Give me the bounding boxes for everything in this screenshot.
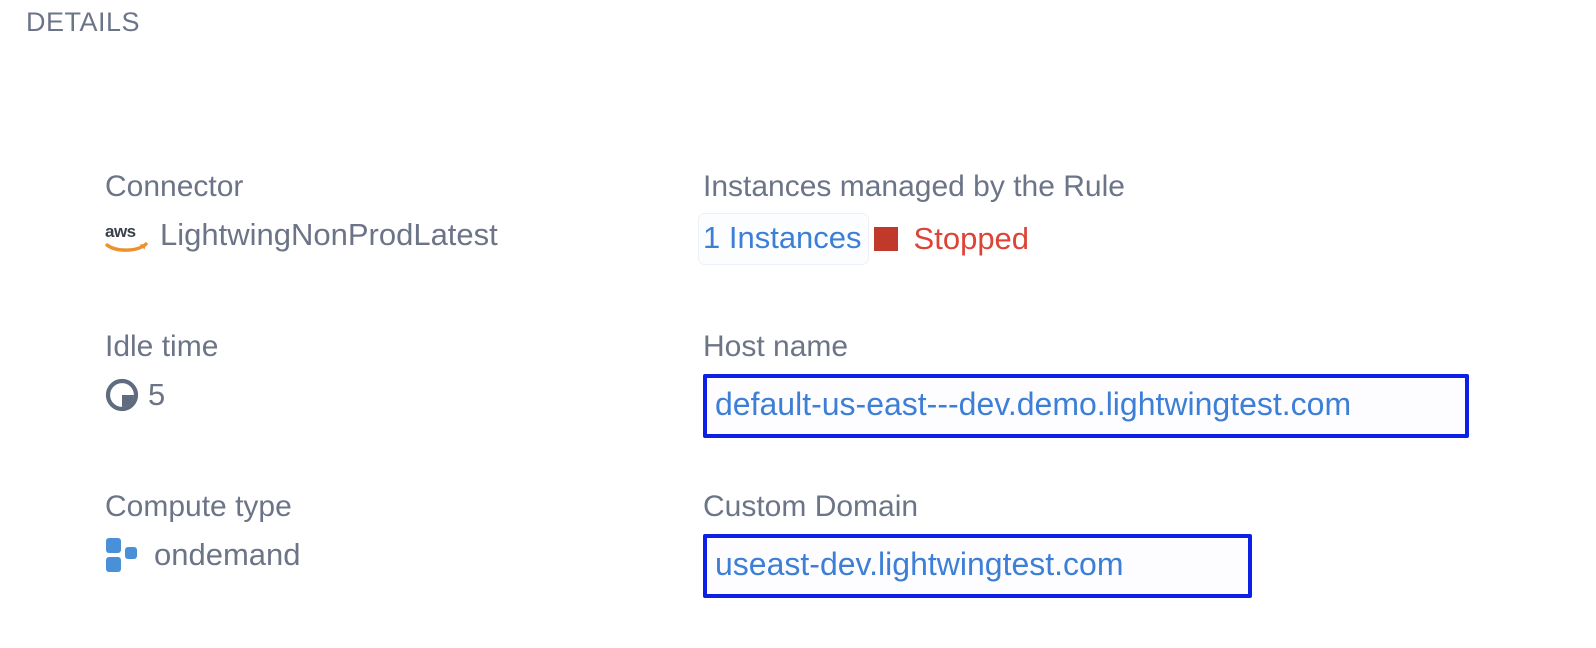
custom-domain-link[interactable]: useast-dev.lightwingtest.com: [715, 546, 1124, 582]
custom-domain-highlight-box[interactable]: useast-dev.lightwingtest.com: [703, 534, 1252, 598]
details-grid: Connector aws LightwingNonProdLatest Ins…: [0, 168, 1596, 648]
compute-type-value: ondemand: [154, 537, 301, 572]
field-label-custom-domain: Custom Domain: [703, 490, 919, 523]
field-value-custom-domain: useast-dev.lightwingtest.com: [703, 534, 1252, 598]
detail-row: Compute type ondemand Custom Domain usea…: [0, 488, 1596, 648]
detail-row: Idle time 5 Host name default-us-east---…: [0, 328, 1596, 488]
field-label-instances: Instances managed by the Rule: [703, 170, 1125, 203]
status-square-icon: [873, 227, 898, 251]
field-value-idle-time: 5: [105, 374, 218, 416]
status-badge: Stopped: [873, 219, 1030, 259]
field-connector: Connector aws LightwingNonProdLatest: [105, 168, 498, 256]
field-label-idle-time: Idle time: [105, 330, 219, 363]
status-label: Stopped: [913, 221, 1030, 256]
field-value-connector: aws LightwingNonProdLatest: [105, 214, 498, 256]
svg-text:aws: aws: [105, 222, 136, 241]
field-value-instances: 1 Instances Stopped: [699, 214, 1125, 264]
host-name-link[interactable]: default-us-east---dev.demo.lightwingtest…: [715, 386, 1352, 422]
connector-name: LightwingNonProdLatest: [160, 217, 498, 252]
field-compute-type: Compute type ondemand: [105, 488, 301, 576]
host-name-highlight-box[interactable]: default-us-east---dev.demo.lightwingtest…: [703, 374, 1469, 438]
idle-time-value: 5: [148, 377, 166, 412]
detail-row: Connector aws LightwingNonProdLatest Ins…: [0, 168, 1596, 328]
field-value-host-name: default-us-east---dev.demo.lightwingtest…: [703, 374, 1469, 438]
field-idle-time: Idle time 5: [105, 328, 218, 416]
field-custom-domain: Custom Domain useast-dev.lightwingtest.c…: [703, 488, 1252, 598]
page-title: DETAILS: [26, 7, 141, 37]
aws-logo-icon: aws: [105, 222, 148, 252]
compute-blocks-icon: [106, 538, 137, 572]
field-label-host-name: Host name: [703, 330, 849, 363]
field-label-connector: Connector: [105, 170, 244, 203]
instances-count-link[interactable]: 1 Instances: [703, 220, 862, 255]
field-instances: Instances managed by the Rule 1 Instance…: [699, 168, 1125, 264]
instances-chip[interactable]: 1 Instances: [699, 214, 868, 264]
field-label-compute-type: Compute type: [105, 490, 292, 523]
clock-icon: [105, 378, 139, 412]
field-value-compute-type: ondemand: [105, 534, 301, 576]
field-host-name: Host name default-us-east---dev.demo.lig…: [703, 328, 1469, 438]
